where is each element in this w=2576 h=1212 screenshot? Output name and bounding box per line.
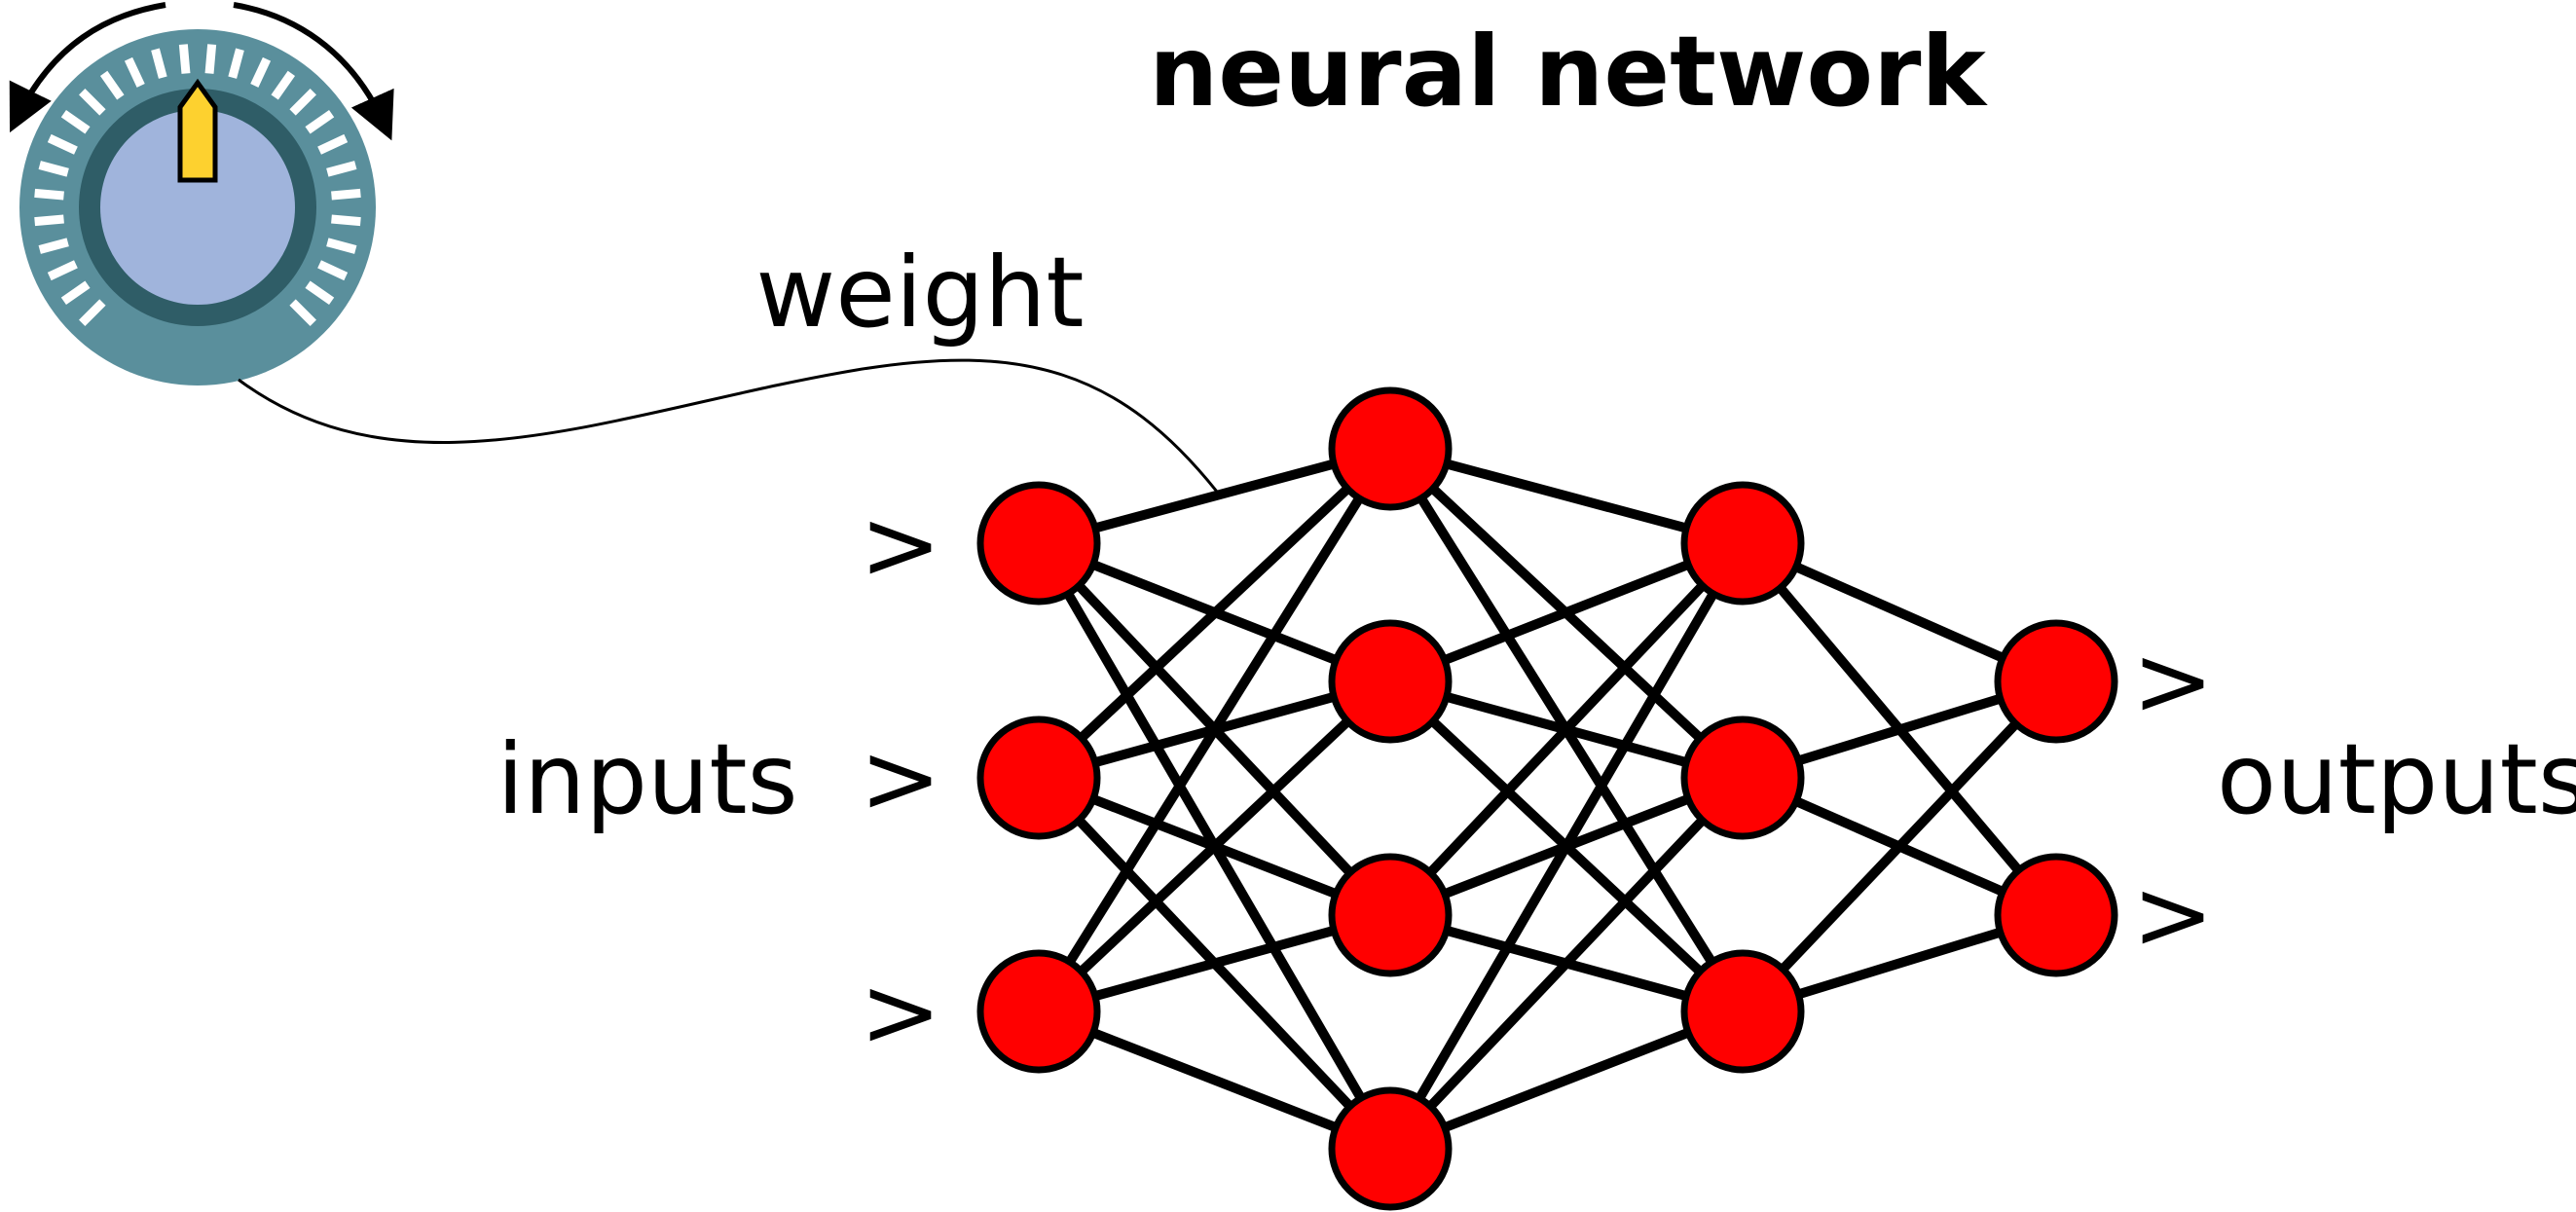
network-edge [1037,1007,1392,1154]
knob-tick [271,70,296,100]
output-arrow-2: > [2132,858,2214,972]
knob-tick [47,133,78,155]
network-node [976,716,1101,840]
knob-tick [34,188,64,201]
network-node [1328,853,1453,977]
knob-tick [178,44,191,74]
knob-tick [47,260,78,281]
network-node [1994,853,2118,977]
knob-tick [124,56,145,88]
input-arrow-2: > [860,721,941,835]
input-arrow-3: > [860,955,941,1069]
knob-tick [34,214,64,227]
knob-tick [151,48,167,79]
knob-tick [79,299,106,326]
knob-face [100,110,295,305]
network-node [1680,949,1805,1074]
knob-tick [331,188,361,201]
network-node [976,949,1101,1074]
rotate-right-arrow-icon [233,2,394,141]
network-edge [1034,446,1395,1014]
network-edge [1388,1007,1745,1154]
knob-tick [326,238,357,254]
network-node [1328,1086,1453,1211]
network-edge [1739,678,2060,1015]
network-node [1680,481,1805,606]
network-nodes [976,386,2118,1211]
network-edge [1388,538,1745,686]
weight-label: weight [755,236,1084,349]
inputs-label: inputs [497,722,797,836]
diagram-title: neural network [1149,15,1988,129]
knob-tick [289,89,316,116]
network-node [1328,619,1453,744]
rotate-left-arrow-icon [9,2,166,133]
network-edges [1034,444,2060,1154]
knob-tick [228,48,244,79]
output-arrow-1: > [2132,624,2214,738]
weight-knob-icon [9,2,394,386]
knob-tick [317,260,349,281]
outputs-label: outputs [2217,722,2576,836]
knob-tick [305,109,335,134]
network-edge [1035,445,1394,782]
knob-tick [79,89,106,116]
network-node [976,481,1101,606]
knob-tick [38,238,69,254]
knob-tick [204,44,217,74]
input-arrow-1: > [860,488,941,602]
knob-tick [99,70,125,100]
knob-tick [38,161,69,177]
knob-tick [305,280,335,306]
network-edge [1035,678,1394,1015]
knob-tick [331,214,361,227]
knob-tick [60,109,91,134]
knob-tick [250,56,272,88]
knob-pointer [177,78,218,183]
network-node [1328,386,1453,511]
knob-tick [289,299,316,326]
network-node [1994,619,2118,744]
network-edge [1386,774,1747,1153]
network-edge [1386,539,1747,919]
weight-connector-line [238,358,1219,493]
knob-tick [60,280,91,306]
knob-ticks [34,44,361,326]
network-node [1680,716,1805,840]
network-edge [1385,540,1748,1152]
knob-tick [317,133,349,155]
knob-tick [326,161,357,177]
